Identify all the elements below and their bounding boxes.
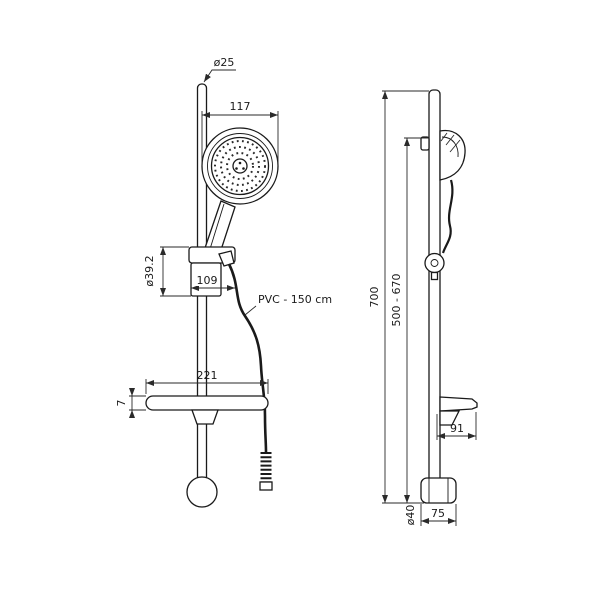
dim-base-width: 75 [420,504,457,526]
label-dish-thickness: 7 [115,400,128,407]
hose-cone [218,250,235,267]
label-hose: PVC - 150 cm [258,293,332,306]
dim-total-height: 700 [368,90,429,504]
dim-head-width: 117 [201,100,279,166]
hand-shower-handle [204,200,236,254]
shower-head-holder [420,129,466,181]
front-view: ø25 117 ø39.2 109 PVC - 150 cm [115,56,332,508]
soap-dish-front [145,395,269,425]
dim-dish-depth: 91 [436,412,477,440]
label-adjustable-range: 500 - 670 [390,274,403,327]
shower-hose [218,250,273,491]
base-bracket [420,477,457,504]
nozzle-ring-middle [220,146,260,186]
holder-knob [420,136,430,151]
dim-slider-diameter: ø39.2 [143,246,191,297]
dim-dish-width: 221 [145,369,269,394]
label-slider-diameter: ø39.2 [143,255,156,286]
rail-end-ball [186,476,218,508]
dim-adjustable-range: 500 - 670 [390,137,429,503]
label-slider-length: 109 [197,274,218,287]
label-base-diameter: ø40 [404,505,417,526]
side-view: 700 500 - 670 91 ø40 75 [368,89,478,526]
label-head-width: 117 [230,100,251,113]
label-dish-width: 221 [197,369,218,382]
soap-dish-mount [191,409,219,425]
soap-dish-side [439,396,478,426]
slider-knob-side [424,252,445,281]
dim-dish-thickness: 7 [115,388,146,418]
hose-callout: PVC - 150 cm [244,293,332,316]
label-base-width: 75 [431,507,445,520]
label-dish-depth: 91 [450,422,464,435]
soap-dish-bracket-side [439,410,461,426]
hose-side [441,179,454,254]
label-total-height: 700 [368,287,381,308]
nozzle-ring-outer [214,140,266,192]
dim-bar-diameter: ø25 [203,56,236,83]
label-bar-diameter: ø25 [214,56,235,69]
holder-hatching [440,132,461,153]
shower-head-outer [201,127,279,205]
shower-rail-side [428,89,441,503]
nozzle-ring-inner [226,152,254,180]
hose-connector-nut [259,481,273,491]
dim-slider-length: 109 [191,274,235,291]
shower-head [201,127,279,205]
